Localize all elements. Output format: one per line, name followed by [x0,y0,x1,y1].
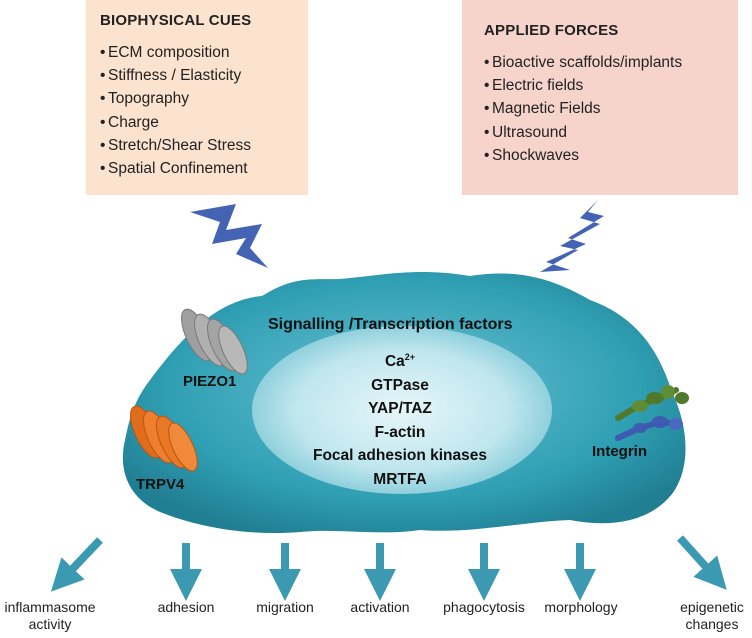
trpv4-channel-icon [130,405,198,472]
list-item: •Electric fields [484,77,584,95]
outcome-migration: migration [256,599,314,615]
nucleus [252,326,552,494]
outcome-inflammasome: inflammasome activity [4,599,96,632]
list-item: •Topography [100,90,190,108]
list-item: •Spatial Confinement [100,160,248,178]
applied-forces-list: •Bioactive scaffolds/implants •Electric … [484,51,738,167]
list-item: •Charge [100,113,159,131]
factor-gtpase: GTPase [371,376,429,394]
outcome-phagocytosis: phagocytosis [443,599,525,615]
arrow-epigenetic [677,535,727,590]
signalling-factor-list: Ca2+ GTPase YAP/TAZ F-actin Focal adhesi… [300,346,500,491]
piezo1-channel-icon [181,308,248,375]
outcome-morphology: morphology [544,599,618,615]
outcome-adhesion: adhesion [157,599,215,615]
applied-forces-box: APPLIED FORCES •Bioactive scaffolds/impl… [462,0,738,195]
signalling-title: Signalling /Transcription factors [268,316,513,333]
list-item: •Magnetic Fields [484,100,601,118]
list-item: •Stiffness / Elasticity [100,67,242,85]
outcome-arrows [50,535,727,601]
list-item: •Stretch/Shear Stress [100,136,252,154]
lightning-bolt-left-icon [190,204,268,268]
arrow-inflammasome [50,537,103,592]
outcome-activation: activation [350,599,410,615]
biophysical-cues-list: •ECM composition •Stiffness / Elasticity… [100,41,308,180]
factor-calcium: Ca2+ [384,352,416,371]
factor-focal-adhesion-kinases: Focal adhesion kinases [312,447,487,465]
list-item: •Bioactive scaffolds/implants [484,54,683,71]
factor-yap-taz: YAP/TAZ [368,400,432,418]
list-item: •Shockwaves [484,146,580,164]
factor-mrtfa: MRTFA [373,470,427,488]
list-item: •Ultrasound [484,123,567,141]
outcome-epigenetic: epigenetic changes [680,599,744,632]
integrin-receptor-icon [615,385,689,441]
lightning-bolt-right-icon [540,200,604,272]
applied-forces-title: APPLIED FORCES [484,22,619,39]
list-item: •ECM composition [100,44,230,61]
integrin-label: Integrin [592,443,647,460]
factor-f-actin: F-actin [374,423,426,441]
trpv4-label: TRPV4 [136,476,185,493]
biophysical-cues-title: BIOPHYSICAL CUES [100,12,252,29]
biophysical-cues-box: BIOPHYSICAL CUES •ECM composition •Stiff… [86,0,308,195]
piezo1-label: PIEZO1 [183,373,237,390]
